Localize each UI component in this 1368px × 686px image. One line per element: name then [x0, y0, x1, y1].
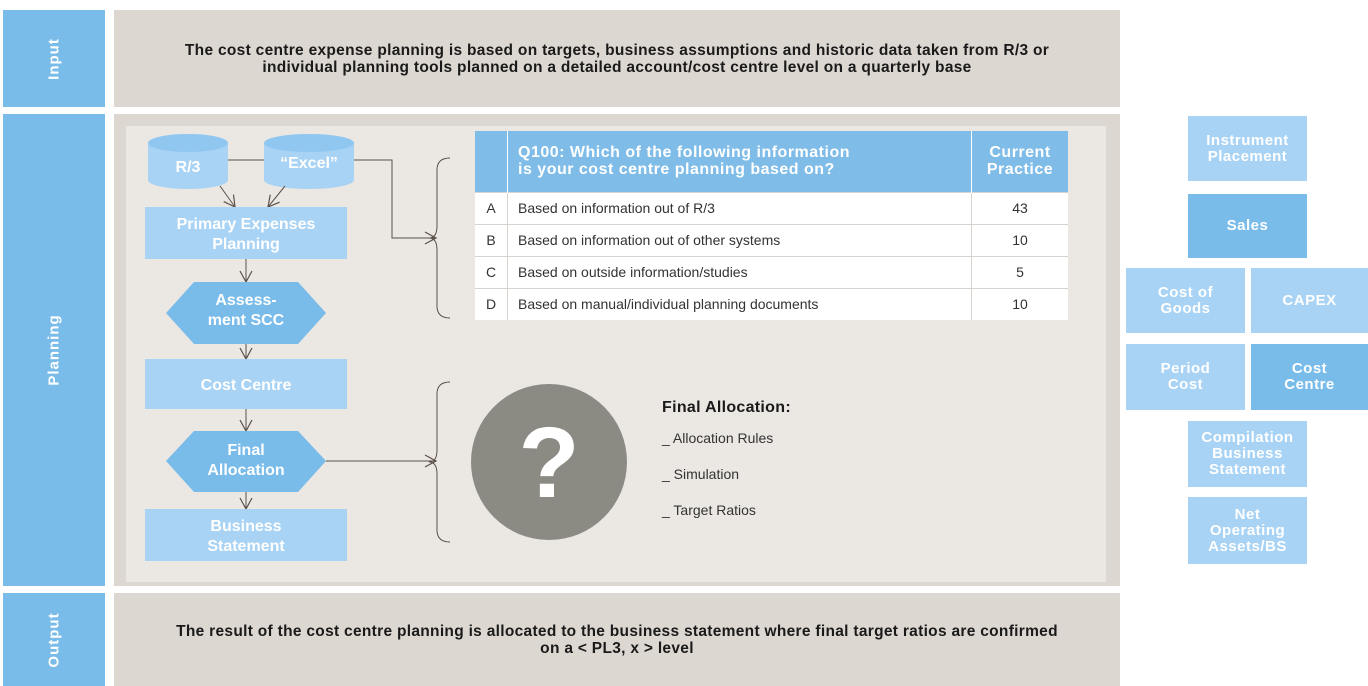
- cost-centre-box: Cost Centre: [145, 359, 347, 409]
- db-excel-label: “Excel”: [280, 155, 338, 172]
- final-allocation-hexagon: Final Allocation: [166, 431, 326, 492]
- output-label-text: Output: [45, 611, 63, 668]
- cost-of-goods-box: Cost of Goods: [1126, 268, 1245, 333]
- arrow-r3-to-primary: [219, 185, 236, 209]
- brace-allocation: [428, 381, 451, 543]
- planning-side-label: Planning: [3, 114, 105, 586]
- row-letter: A: [475, 191, 508, 224]
- row-text: Based on information out of other system…: [507, 223, 972, 256]
- primary-line2: Planning: [212, 236, 280, 253]
- row-value: 5: [971, 255, 1068, 288]
- table-row: C Based on outside information/studies 5: [475, 255, 1068, 288]
- header-blank-cell: [475, 131, 508, 192]
- primary-line1: Primary Expenses: [177, 216, 316, 233]
- database-r3: R/3: [148, 134, 228, 189]
- row-value: 43: [971, 191, 1068, 224]
- input-panel: The cost centre expense planning is base…: [114, 10, 1120, 107]
- table-row: D Based on manual/individual planning do…: [475, 287, 1068, 320]
- table-row: B Based on information out of other syst…: [475, 223, 1068, 256]
- db-r3-label: R/3: [176, 159, 201, 176]
- final-line2: Allocation: [207, 462, 284, 479]
- sales-box: Sales: [1188, 194, 1307, 258]
- output-description: The result of the cost centre planning i…: [176, 622, 1058, 657]
- row-letter: B: [475, 223, 508, 256]
- primary-expenses-planning-box: Primary Expenses Planning: [145, 207, 347, 259]
- final-allocation-item: _ Allocation Rules: [662, 430, 774, 446]
- row-text: Based on information out of R/3: [507, 191, 972, 224]
- final-allocation-title: Final Allocation:: [662, 399, 791, 416]
- final-allocation-item: _ Target Ratios: [662, 502, 756, 518]
- row-text: Based on outside information/studies: [507, 255, 972, 288]
- question-mark: ?: [518, 407, 579, 519]
- question-line2: is your cost centre planning based on?: [518, 161, 835, 179]
- question-mark-circle: ?: [471, 384, 627, 540]
- cost-centre-right-box: Cost Centre: [1251, 344, 1368, 410]
- table-header-row: Q100: Which of the following information…: [475, 131, 1068, 192]
- question-header: Q100: Which of the following information…: [507, 131, 972, 192]
- col-header-line2: Practice: [986, 161, 1054, 179]
- database-excel: “Excel”: [264, 134, 354, 189]
- input-side-label: Input: [3, 10, 105, 107]
- current-practice-header: Current Practice: [971, 131, 1068, 192]
- col-header-line1: Current: [989, 144, 1051, 162]
- period-cost-box: Period Cost: [1126, 344, 1245, 410]
- table-row: A Based on information out of R/3 43: [475, 191, 1068, 224]
- input-description: The cost centre expense planning is base…: [184, 41, 1050, 76]
- row-letter: D: [475, 287, 508, 320]
- business-line2: Statement: [207, 538, 285, 555]
- assessment-line2: ment SCC: [208, 312, 285, 329]
- instrument-placement-box: Instrument Placement: [1188, 116, 1307, 181]
- arrow-excel-to-primary: [267, 185, 286, 208]
- capex-box: CAPEX: [1251, 268, 1368, 333]
- assessment-line1: Assess-: [215, 292, 276, 309]
- business-statement-box: Business Statement: [145, 509, 347, 561]
- cost-centre-label: Cost Centre: [201, 377, 292, 394]
- output-panel: The result of the cost centre planning i…: [114, 593, 1120, 686]
- final-line1: Final: [227, 442, 264, 459]
- row-value: 10: [971, 223, 1068, 256]
- question-line1: Q100: Which of the following information: [518, 144, 850, 162]
- assessment-scc-hexagon: Assess- ment SCC: [166, 282, 326, 344]
- q100-table: Q100: Which of the following information…: [475, 131, 1068, 320]
- compilation-business-statement-box: Compilation Business Statement: [1188, 421, 1307, 487]
- row-text: Based on manual/individual planning docu…: [507, 287, 972, 320]
- arrow-excel-to-table: [354, 159, 438, 245]
- final-allocation-item: _ Simulation: [662, 466, 740, 482]
- row-letter: C: [475, 255, 508, 288]
- planning-flow-diagram: R/3 “Excel” Primary Expenses Planning As…: [145, 134, 627, 561]
- net-operating-assets-box: Net Operating Assets/BS: [1188, 497, 1307, 564]
- output-side-label: Output: [3, 593, 105, 686]
- brace-table: [428, 157, 451, 319]
- row-value: 10: [971, 287, 1068, 320]
- business-line1: Business: [210, 518, 281, 535]
